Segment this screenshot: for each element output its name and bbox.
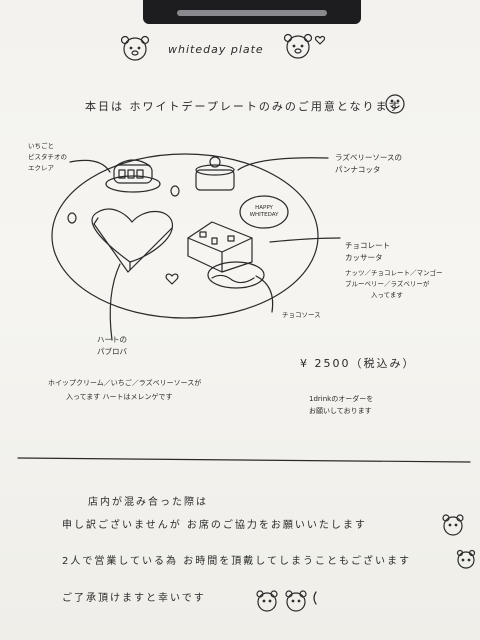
heart-icon	[314, 35, 326, 45]
bear-face-icon	[285, 590, 307, 612]
footer-note-2: 申し訳ございませんが お席のご協力をお願いいたします	[62, 520, 367, 531]
menu-title: whiteday plate	[168, 43, 264, 56]
pavlova-detail: ホイップクリーム／いちご／ラズベリーソースが入ってます ハートはメレンゲです	[48, 379, 202, 401]
price-text: ¥ 2500（税込み）	[300, 357, 416, 370]
footer-note-4: ご了承頂けますと幸いです	[62, 593, 206, 604]
plate-outline	[51, 153, 319, 319]
cassata-detail: ナッツ／チョコレート／マンゴーブルーベリー／ラズベリーが入ってます	[345, 269, 443, 299]
intro-text: 本日は ホワイトデープレートのみのご用意となります	[85, 100, 402, 113]
bear-face-icon	[256, 590, 278, 612]
eclair-label: いちごとピスタチオのエクレア	[28, 142, 67, 172]
pannacotta-label: ラズベリーソースのパンナコッタ	[335, 153, 402, 174]
bear-face-icon	[456, 549, 476, 569]
pannacotta-drawing	[195, 156, 235, 191]
footer-note-3: 2人で営業している為 お時間を頂戴してしまうこともございます	[62, 556, 411, 567]
bear-face-icon	[120, 35, 150, 61]
happy-whiteday-stamp	[239, 195, 289, 229]
pavlova-heart-drawing	[91, 208, 173, 263]
clipboard-clip	[143, 0, 361, 24]
bear-face-icon	[283, 33, 313, 59]
cassata-drawing	[187, 221, 253, 273]
drink-order-note: 1drinkのオーダーをお願いしております	[309, 395, 374, 415]
eclair-drawing	[105, 159, 161, 193]
smile-icon	[385, 94, 405, 114]
pavlova-label: ハートのパブロバ	[97, 335, 127, 356]
footer-note-1: 店内が混み合った際は	[88, 497, 208, 508]
divider-line	[17, 457, 471, 463]
choco-sauce-drawing	[207, 261, 265, 289]
bear-face-icon	[442, 514, 464, 536]
choco-sauce-label: チョコソース	[282, 311, 321, 319]
cassata-label: チョコレートカッサータ	[345, 241, 390, 262]
